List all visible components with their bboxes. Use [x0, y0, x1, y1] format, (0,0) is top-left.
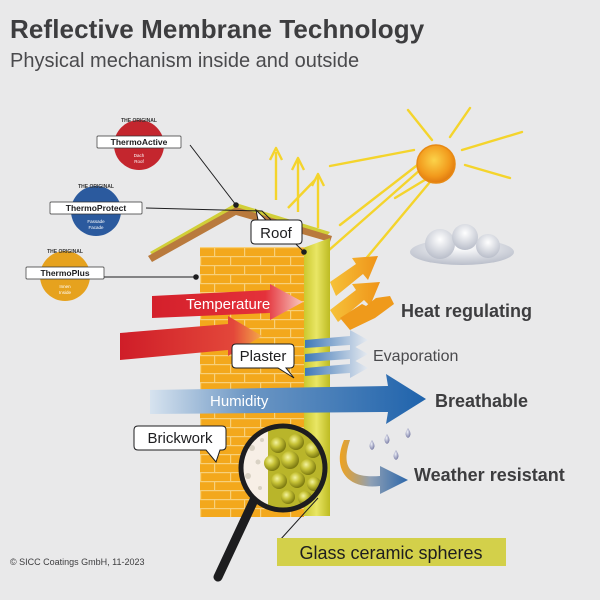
reflected-rays: [268, 146, 326, 228]
evaporation-arrows: [305, 330, 368, 378]
svg-text:Roof: Roof: [134, 159, 144, 164]
raindrop-icons: [369, 428, 411, 460]
humidity-arrow: [150, 374, 426, 424]
svg-text:Glass ceramic spheres: Glass ceramic spheres: [299, 543, 482, 563]
weather-resistant-arrow: [339, 440, 408, 494]
svg-text:ThermoProtect: ThermoProtect: [66, 203, 127, 213]
humidity-label: Humidity: [210, 393, 269, 410]
glass-spheres: [264, 434, 321, 505]
roof-callout: Roof: [250, 208, 303, 245]
cloud-icon: [410, 224, 514, 265]
svg-text:Dach: Dach: [134, 153, 145, 158]
page-subtitle: Physical mechanism inside and outside: [10, 50, 360, 72]
svg-text:Roof: Roof: [260, 225, 293, 242]
svg-text:Innen: Innen: [59, 284, 71, 289]
badge-thermoplus: THE ORIGINAL ThermoPlus Innen Inside: [25, 249, 105, 301]
magnifier-icon: [213, 423, 328, 582]
svg-text:Inside: Inside: [59, 290, 72, 295]
svg-text:Facade: Facade: [88, 225, 104, 230]
sun-rays: [318, 106, 524, 294]
temperature-label: Temperature: [186, 296, 270, 313]
evaporation-label: Evaporation: [373, 348, 458, 365]
svg-text:Fassade: Fassade: [87, 219, 105, 224]
copyright-text: © SICC Coatings GmbH, 11-2023: [10, 557, 145, 567]
heat-regulating-arrows: [330, 256, 394, 330]
svg-text:ThermoPlus: ThermoPlus: [40, 268, 89, 278]
heat-regulating-label: Heat regulating: [401, 301, 532, 321]
breathable-label: Breathable: [435, 391, 528, 411]
svg-text:THE ORIGINAL: THE ORIGINAL: [121, 118, 157, 124]
svg-text:ThermoActive: ThermoActive: [111, 137, 168, 147]
spheres-label: Glass ceramic spheres: [277, 497, 506, 566]
sun-icon: [416, 144, 456, 184]
plaster-callout: Plaster: [231, 343, 295, 379]
svg-text:THE ORIGINAL: THE ORIGINAL: [78, 184, 114, 190]
weather-resistant-label: Weather resistant: [414, 465, 565, 485]
badge-thermoactive: THE ORIGINAL ThermoActive Dach Roof: [96, 118, 182, 170]
temperature-arrow-1: [152, 284, 303, 320]
brickwork-callout: Brickwork: [133, 425, 227, 464]
svg-text:THE ORIGINAL: THE ORIGINAL: [47, 249, 83, 255]
page-title: Reflective Membrane Technology: [10, 14, 425, 44]
svg-text:Brickwork: Brickwork: [147, 430, 213, 447]
svg-text:Plaster: Plaster: [240, 348, 287, 365]
temperature-arrow-2: [120, 316, 262, 360]
badge-thermoprotect: THE ORIGINAL ThermoProtect Fassade Facad…: [49, 184, 143, 236]
